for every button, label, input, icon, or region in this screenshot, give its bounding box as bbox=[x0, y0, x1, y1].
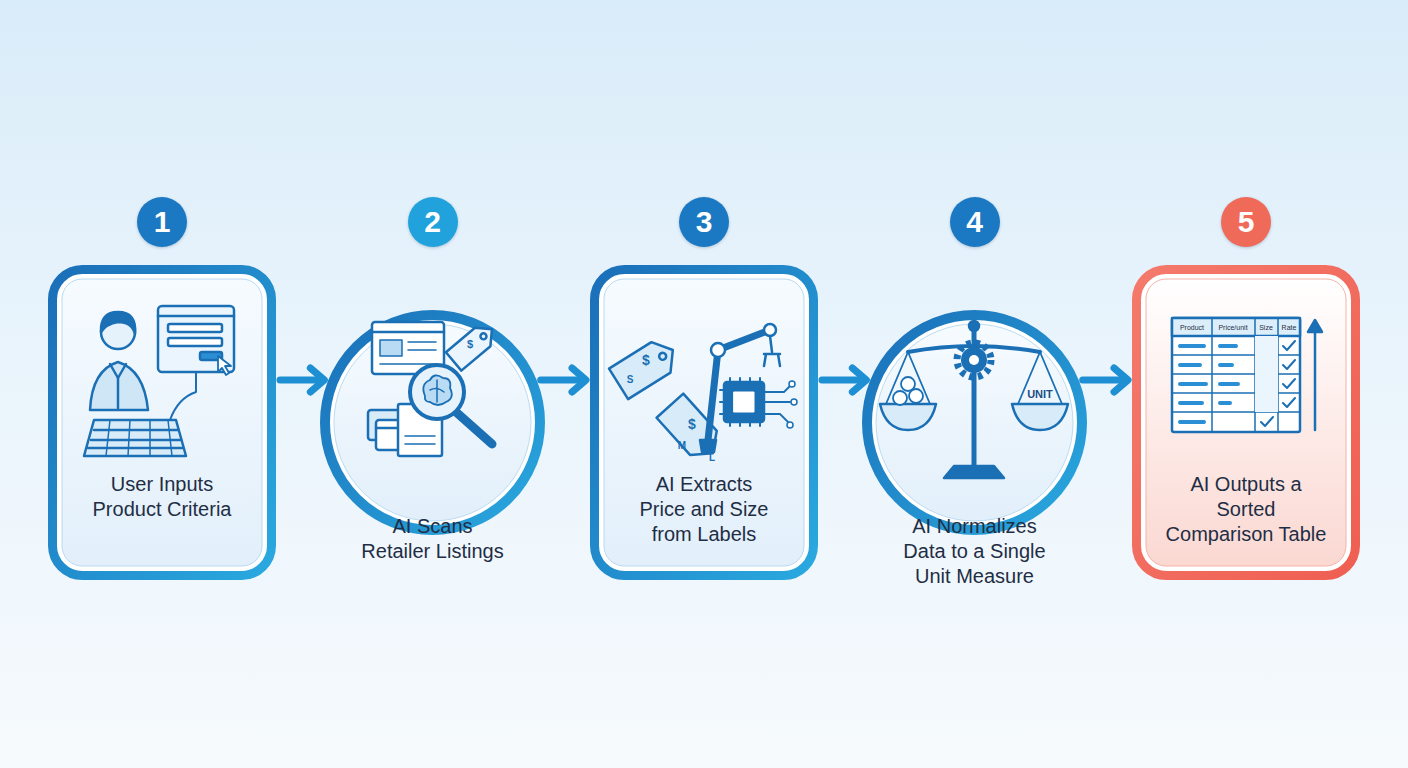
process-circle-outline bbox=[320, 310, 545, 535]
process-circle-outline bbox=[862, 310, 1087, 535]
flow-arrow bbox=[541, 368, 586, 392]
process-box-outline bbox=[48, 265, 276, 580]
step-label: User Inputs Product Criteria bbox=[82, 472, 242, 522]
step-label: AI Normalizes Data to a Single Unit Meas… bbox=[900, 514, 1050, 589]
step-number: 5 bbox=[1221, 197, 1271, 247]
step-label: AI Outputs a Sorted Comparison Table bbox=[1162, 472, 1330, 547]
step-label: AI Extracts Price and Size from Labels bbox=[634, 472, 774, 547]
flow-arrow bbox=[1083, 368, 1128, 392]
step-number: 1 bbox=[137, 197, 187, 247]
process-circle: 2AI Scans Retailer Listings bbox=[320, 310, 545, 535]
step-label: AI Scans Retailer Listings bbox=[358, 514, 508, 564]
step-number: 3 bbox=[679, 197, 729, 247]
step-number: 2 bbox=[408, 197, 458, 247]
process-circle: 4AI Normalizes Data to a Single Unit Mea… bbox=[862, 310, 1087, 535]
process-box: 5AI Outputs a Sorted Comparison Table bbox=[1132, 265, 1360, 580]
flow-arrow bbox=[822, 368, 866, 392]
process-box: 3AI Extracts Price and Size from Labels bbox=[590, 265, 818, 580]
flow-arrow bbox=[280, 368, 324, 392]
process-box: 1User Inputs Product Criteria bbox=[48, 265, 276, 580]
step-number: 4 bbox=[950, 197, 1000, 247]
